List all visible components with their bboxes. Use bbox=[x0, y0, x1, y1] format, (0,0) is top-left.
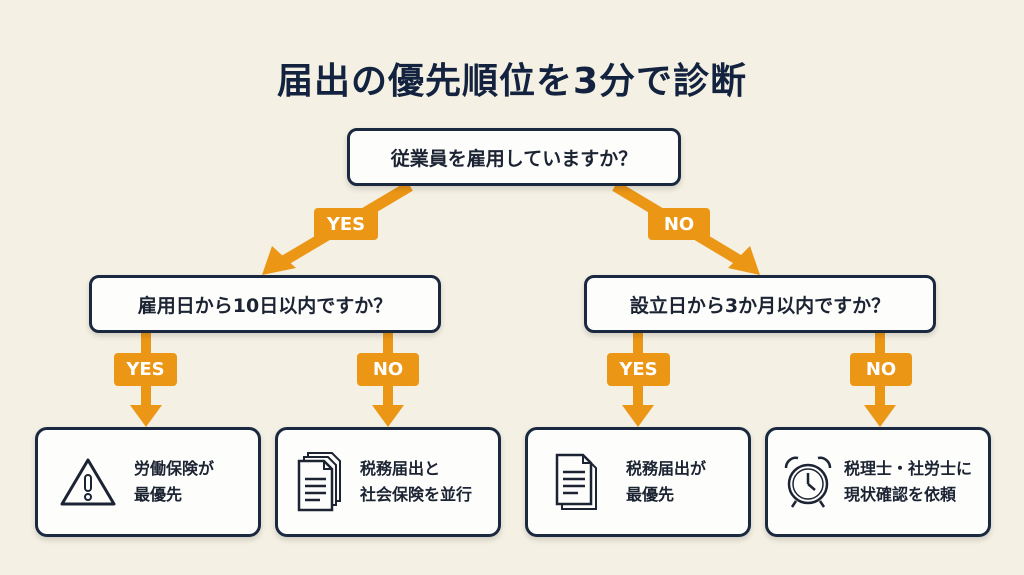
employment-yes-badge: YES bbox=[114, 353, 177, 386]
result-tax-filing: 税務届出が 最優先 bbox=[525, 427, 751, 537]
arrow-l-no-head bbox=[372, 405, 404, 427]
root-no-badge: NO bbox=[648, 208, 710, 240]
result-line1: 税理士・社労士に bbox=[844, 459, 973, 478]
employment-question-text: 雇用日から10日以内ですか？ bbox=[137, 294, 393, 317]
result-tax-and-social: 税務届出と 社会保険を並行 bbox=[275, 427, 501, 537]
result-line2: 最優先 bbox=[134, 485, 183, 504]
employment-no-badge: NO bbox=[357, 353, 419, 386]
result-line1: 税務届出と bbox=[360, 459, 441, 478]
establishment-question-text: 設立日から3か月以内ですか？ bbox=[629, 294, 891, 317]
arrow-r-no-head bbox=[864, 405, 896, 427]
arrow-l-yes-head bbox=[130, 405, 162, 427]
result-consult-expert: 税理士・社労士に 現状確認を依頼 bbox=[765, 427, 991, 537]
result-line1: 税務届出が bbox=[626, 459, 707, 478]
result-line1: 労働保険が bbox=[134, 459, 215, 478]
establishment-yes-badge: YES bbox=[607, 353, 670, 386]
result-line2: 社会保険を並行 bbox=[360, 485, 473, 504]
establishment-question-box: 設立日から3か月以内ですか？ bbox=[584, 275, 936, 333]
root-question-box: 従業員を雇用していますか？ bbox=[347, 128, 681, 186]
result-line2: 最優先 bbox=[626, 485, 675, 504]
alarm-clock-icon bbox=[784, 456, 832, 508]
arrow-root-no-head bbox=[728, 246, 760, 275]
result-line2: 現状確認を依頼 bbox=[844, 485, 957, 504]
arrow-r-yes-head bbox=[622, 405, 654, 427]
warning-icon bbox=[60, 458, 116, 506]
page-title: 届出の優先順位を3分で診断 bbox=[276, 61, 748, 102]
document-icon bbox=[555, 453, 597, 510]
result-labor-insurance: 労働保険が 最優先 bbox=[35, 427, 261, 537]
employment-question-box: 雇用日から10日以内ですか？ bbox=[89, 275, 441, 333]
establishment-no-badge: NO bbox=[850, 353, 912, 386]
arrow-root-yes-head bbox=[262, 246, 296, 275]
root-question-text: 従業員を雇用していますか？ bbox=[390, 147, 638, 170]
root-yes-badge: YES bbox=[314, 208, 378, 240]
documents-icon bbox=[297, 452, 341, 512]
